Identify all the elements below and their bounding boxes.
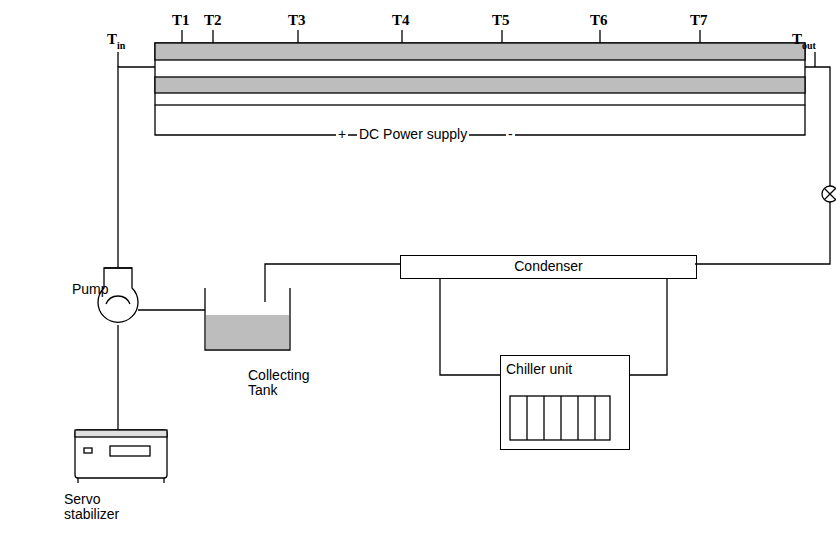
- thermocouple-label: T: [107, 31, 117, 48]
- thermocouple-label: out: [802, 40, 816, 51]
- condenser-box: Condenser: [400, 255, 697, 279]
- thermocouple-label: in: [117, 40, 125, 51]
- component-label: DC Power supply: [357, 127, 469, 142]
- chiller-unit-box: Chiller unit: [500, 355, 630, 450]
- component-label: -: [506, 127, 515, 142]
- thermocouple-label: T: [792, 31, 802, 48]
- node-label: Chiller unit: [506, 361, 576, 377]
- component-label: Servo stabilizer: [64, 492, 134, 523]
- thermocouple-label: T7: [690, 12, 708, 29]
- component-label: Pump: [72, 282, 109, 297]
- thermocouple-label: T1: [172, 12, 190, 29]
- thermocouple-label: T4: [392, 12, 410, 29]
- component-label: Collecting Tank: [248, 368, 328, 399]
- thermocouple-label: T5: [492, 12, 510, 29]
- coolant-line: [630, 279, 667, 375]
- thermocouple-label: T6: [590, 12, 608, 29]
- thermocouple-label: T3: [288, 12, 306, 29]
- coolant-line: [440, 279, 500, 375]
- thermocouple-label: T2: [204, 12, 222, 29]
- component-label: +: [336, 127, 348, 142]
- node-label: Condenser: [403, 258, 694, 274]
